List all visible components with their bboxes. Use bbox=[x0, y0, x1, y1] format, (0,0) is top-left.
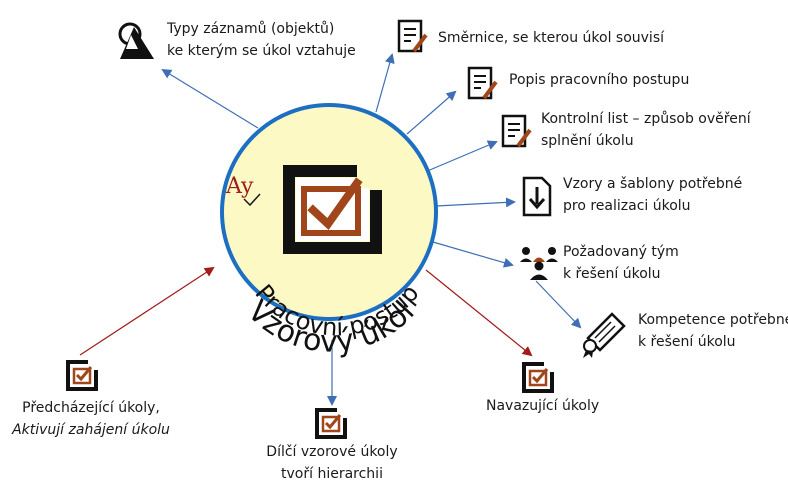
shape-types-icon bbox=[118, 22, 154, 59]
document-pen-icon-directive bbox=[397, 19, 428, 53]
node-subtasks-line1: Dílčí vzorové úkoly bbox=[266, 444, 398, 460]
node-subtasks-line2: tvoří hierarchii bbox=[281, 466, 383, 482]
arrow-to-templates bbox=[435, 197, 516, 208]
arrow-to-team bbox=[432, 241, 514, 268]
node-object-types: Typy záznamů (objektů) ke kterým se úkol… bbox=[167, 18, 356, 62]
diploma-icon bbox=[583, 312, 626, 358]
document-pen-icon-checklist bbox=[501, 114, 532, 148]
node-preceding: Předcházející úkoly, Aktivují zahájení ú… bbox=[6, 397, 176, 441]
node-following-line1: Navazující úkoly bbox=[486, 398, 600, 414]
node-competences-line2: k řešení úkolu bbox=[638, 334, 736, 350]
arrow-to-checklist bbox=[424, 140, 498, 173]
arrow-to-competences bbox=[535, 280, 582, 329]
task-check-icon-following bbox=[522, 362, 554, 393]
arrow-to-directive bbox=[375, 53, 395, 113]
logo-check-mark bbox=[243, 193, 261, 207]
node-competences: Kompetence potřebné k řešení úkolu bbox=[638, 309, 788, 353]
node-templates: Vzory a šablony potřebné pro realizaci ú… bbox=[563, 173, 742, 217]
node-subtasks: Dílčí vzorové úkoly tvoří hierarchii bbox=[262, 441, 402, 485]
team-icon bbox=[520, 247, 558, 280]
task-check-icon-preceding bbox=[66, 360, 98, 391]
node-team-line2: k řešení úkolu bbox=[563, 266, 661, 282]
node-procedure: Popis pracovního postupu bbox=[509, 69, 689, 91]
node-preceding-line2: Aktivují zahájení úkolu bbox=[12, 422, 170, 438]
connectors bbox=[79, 53, 582, 406]
task-check-icon-subtasks bbox=[315, 408, 347, 439]
node-object-types-line2: ke kterým se úkol vztahuje bbox=[167, 43, 356, 59]
central-node: Ay Pracovní postup Vzorový úkol bbox=[220, 103, 438, 360]
node-directive: Směrnice, se kterou úkol souvisí bbox=[438, 27, 664, 49]
node-competences-line1: Kompetence potřebné bbox=[638, 312, 788, 328]
node-directive-line1: Směrnice, se kterou úkol souvisí bbox=[438, 30, 665, 46]
document-pen-icon-procedure bbox=[467, 66, 498, 100]
node-team: Požadovaný tým k řešení úkolu bbox=[563, 241, 679, 285]
node-checklist-line2: splnění úkolu bbox=[541, 133, 634, 149]
logo-ay: Ay bbox=[225, 174, 254, 199]
arrow-to-object-types bbox=[161, 68, 259, 129]
node-following: Navazující úkoly bbox=[486, 395, 599, 417]
node-preceding-line1: Předcházející úkoly, bbox=[22, 400, 160, 416]
node-templates-line1: Vzory a šablony potřebné bbox=[563, 176, 743, 192]
arrow-from-preceding bbox=[79, 266, 215, 356]
node-procedure-line1: Popis pracovního postupu bbox=[509, 72, 690, 88]
task-check-icon-large bbox=[283, 165, 382, 254]
node-checklist: Kontrolní list – způsob ověření splnění … bbox=[541, 108, 751, 152]
node-object-types-line1: Typy záznamů (objektů) bbox=[167, 21, 335, 37]
node-team-line1: Požadovaný tým bbox=[563, 244, 679, 260]
node-checklist-line1: Kontrolní list – způsob ověření bbox=[541, 111, 751, 127]
node-templates-line2: pro realizaci úkolu bbox=[563, 198, 691, 214]
arrow-to-procedure bbox=[406, 90, 457, 135]
arrow-to-following bbox=[425, 269, 533, 357]
download-document-icon bbox=[522, 176, 552, 217]
